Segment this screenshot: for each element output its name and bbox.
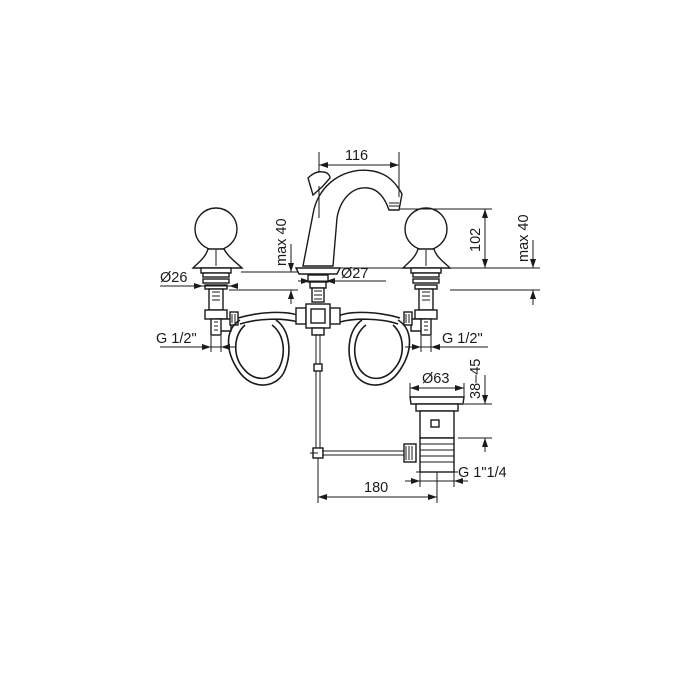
dim-spout-diameter-label: Ø27 xyxy=(341,266,368,282)
spout xyxy=(294,169,403,303)
dimension-lines xyxy=(160,152,540,503)
dim-rod-distance-label: 180 xyxy=(364,480,388,496)
dim-spout-reach-label: 116 xyxy=(345,148,368,164)
dim-drain-range-label: 38–45 xyxy=(468,359,484,399)
dim-thread-left-label: G 1/2" xyxy=(156,331,197,347)
pop-up-drain xyxy=(322,396,465,473)
dim-thread-right-label: G 1/2" xyxy=(442,331,483,347)
dim-spout-height-label: 102 xyxy=(468,228,484,252)
dim-drain-diameter-label: Ø63 xyxy=(422,371,449,387)
dim-max-deck-left-label: max 40 xyxy=(274,218,290,266)
dim-drain-thread-label: G 1"1/4 xyxy=(458,465,507,481)
dim-valve-diameter-label: Ø26 xyxy=(160,270,187,286)
left-valve-handle xyxy=(191,207,244,336)
dim-max-deck-right-label: max 40 xyxy=(516,214,532,262)
hoses-and-manifold xyxy=(227,303,411,459)
right-valve-handle xyxy=(401,207,452,336)
